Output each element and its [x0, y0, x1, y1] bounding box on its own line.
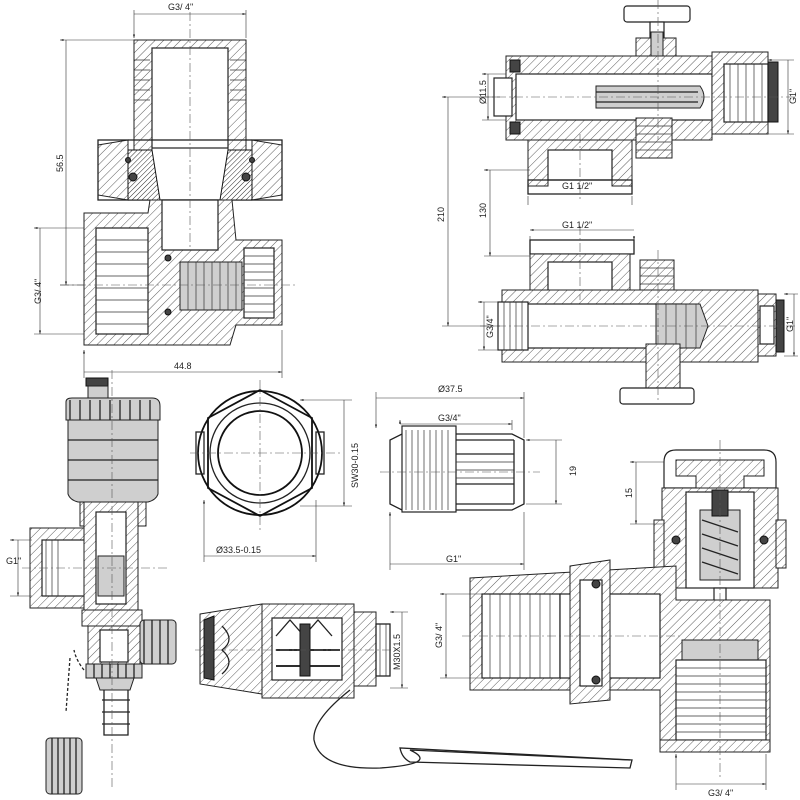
dim-total-height: 210 [436, 207, 446, 222]
dim-outlet-thread-top: G1" [788, 89, 798, 104]
dim-branch-thread-bottom: G1 1/2" [562, 220, 592, 230]
dim-outlet-thread-bottom: G1" [785, 317, 795, 332]
dim-height: 15 [624, 488, 634, 498]
dim-height: 56.5 [55, 154, 65, 172]
dim-side-thread: G3/ 4" [33, 279, 43, 304]
view-air-vent: G1" [6, 370, 177, 795]
dim-length: 44.8 [174, 361, 192, 371]
dim-side-thread: G1" [6, 556, 21, 566]
dim-outer-diameter: Ø33.5-0.15 [216, 545, 261, 555]
view-nut-front: SW30-0.15 Ø33.5-0.15 [190, 380, 360, 562]
view-angle-valve: 15 G3/ 4" G3/ 4" [434, 440, 787, 798]
view-adapter: Ø37.5 G3/4" 19 G1" [376, 384, 578, 570]
dim-inner-thread: G3/4" [438, 413, 461, 423]
dim-thread: M30X1.5 [392, 634, 402, 670]
view-thermo-head: M30X1.5 [195, 603, 633, 769]
dim-inlet-thread: G3/4" [485, 315, 495, 338]
dim-spacing: 130 [478, 203, 488, 218]
dim-diameter: Ø37.5 [438, 384, 463, 394]
dim-outer-thread: G1" [446, 554, 461, 564]
dim-side-thread: G3/ 4" [434, 623, 444, 648]
view-manifold: Ø11.5 G1" G1 1/2" 210 130 G1 1/2" G3/4" … [436, 0, 798, 405]
dim-top-thread: G3/ 4" [168, 2, 193, 12]
dim-branch-thread-top: G1 1/2" [562, 181, 592, 191]
dim-bottom-thread: G3/ 4" [708, 788, 733, 798]
dim-height: 19 [568, 466, 578, 476]
view-straight-valve: G3/ 4" 56.5 G3/ 4" 44.8 [33, 2, 295, 378]
dim-port-diameter: Ø11.5 [478, 80, 488, 104]
dim-wrench-size: SW30-0.15 [350, 443, 360, 488]
